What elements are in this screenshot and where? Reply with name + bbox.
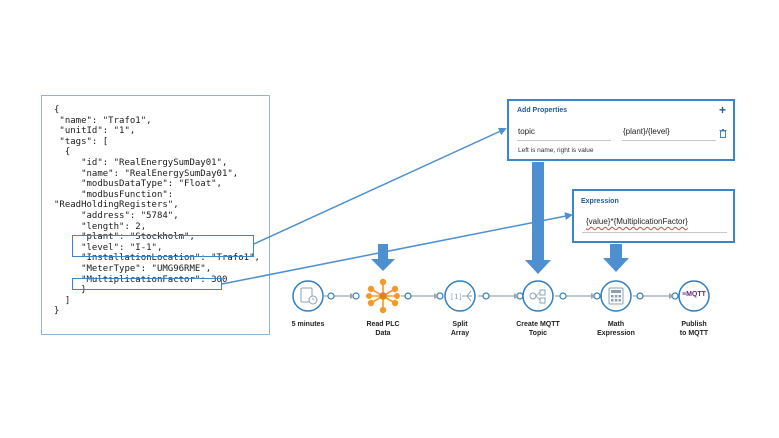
json-code-line: "tags": [ bbox=[54, 136, 109, 147]
down-arrow-read-plc bbox=[371, 244, 395, 271]
trash-icon[interactable] bbox=[719, 125, 727, 143]
expression-card: Expression {value}*{MultiplicationFactor… bbox=[572, 189, 735, 243]
json-code-line: "MultiplicationFactor": 300 bbox=[54, 274, 228, 285]
add-properties-title: Add Properties bbox=[517, 107, 568, 114]
flow-node-label: Publish to MQTT bbox=[679, 321, 709, 337]
flow-node-label: Split Array bbox=[450, 321, 470, 337]
expression-input[interactable]: {value}*{MultiplicationFactor} bbox=[586, 217, 688, 226]
json-code-line: ] bbox=[54, 295, 71, 306]
json-code-line: "plant": "Stockholm", bbox=[54, 232, 195, 243]
json-code-panel bbox=[41, 95, 270, 335]
pointer-line-to-add-properties bbox=[253, 127, 507, 245]
json-code-line: "name": "Trafo1", bbox=[54, 115, 152, 126]
json-code-line: "modbusFunction": bbox=[54, 189, 174, 200]
svg-text:[1]: [1] bbox=[450, 293, 463, 301]
flow-node-label: Read PLC Data bbox=[366, 321, 400, 337]
connector-arrowheads bbox=[350, 293, 674, 299]
mqtt-node-ring bbox=[678, 280, 710, 312]
flow-node-label: Create MQTT Topic bbox=[516, 321, 560, 337]
split-array-icon: [1] bbox=[444, 280, 476, 312]
property-value-field[interactable]: {plant}/{level} bbox=[623, 127, 670, 136]
property-value-underline bbox=[622, 140, 716, 141]
down-arrow-create-topic bbox=[525, 162, 551, 274]
json-code-line: "InstallationLocation": "Trafo1", bbox=[54, 253, 260, 264]
json-code-line: "length": 2, bbox=[54, 221, 147, 232]
flow-node-label: Math Expression bbox=[597, 321, 635, 337]
add-properties-card: Add Properties + topic {plant}/{level} L… bbox=[507, 99, 735, 161]
json-code-line: "MeterType": "UMG96RME", bbox=[54, 264, 212, 274]
pointer-line-to-expression bbox=[221, 212, 573, 285]
json-code-line: { bbox=[54, 105, 60, 115]
json-code-line: } bbox=[54, 306, 60, 317]
json-code-line: "unitId": "1", bbox=[54, 126, 136, 137]
json-code-line: "name": "RealEnergySumDay01", bbox=[54, 168, 239, 179]
json-code-line: { bbox=[54, 147, 71, 158]
plant-level-highlight bbox=[72, 235, 254, 257]
flow-node-label: 5 minutes bbox=[291, 321, 325, 328]
port-dots bbox=[327, 292, 679, 300]
plc-network-icon bbox=[366, 278, 400, 314]
property-name-field[interactable]: topic bbox=[518, 127, 535, 136]
json-code-line: "modbusDataType": "Float", bbox=[54, 179, 222, 190]
json-code-line: "id": "RealEnergySumDay01", bbox=[54, 158, 228, 168]
timer-icon bbox=[292, 280, 324, 312]
multiplication-factor-highlight bbox=[72, 278, 222, 290]
json-code-line: } bbox=[54, 285, 87, 296]
json-code-line: "level": "I-1", bbox=[54, 242, 163, 253]
expression-underline bbox=[582, 232, 727, 233]
property-name-underline bbox=[517, 140, 611, 141]
mqtt-icon: ≡MQTT bbox=[682, 291, 706, 298]
expression-title: Expression bbox=[581, 198, 619, 205]
property-hint: Left is name, right is value bbox=[518, 147, 594, 154]
calculator-icon bbox=[600, 280, 632, 312]
down-arrow-math-expression bbox=[603, 244, 629, 272]
json-code-line: "ReadHoldingRegisters", bbox=[54, 200, 179, 211]
add-property-plus-icon[interactable]: + bbox=[719, 103, 727, 117]
json-code-line: "address": "5784", bbox=[54, 211, 179, 221]
create-topic-icon bbox=[522, 280, 554, 312]
